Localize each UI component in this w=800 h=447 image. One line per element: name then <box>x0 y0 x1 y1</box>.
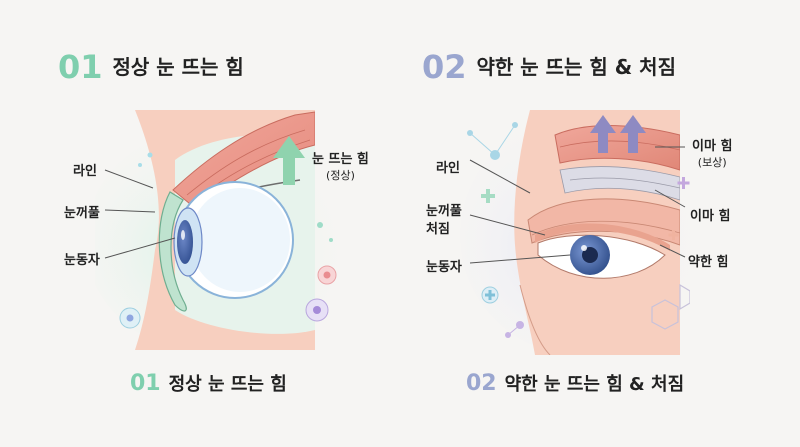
plus-icon <box>677 177 690 189</box>
force-note: (정상) <box>326 169 355 182</box>
up-arrow-icon <box>273 136 305 185</box>
right-heading-number: 02 <box>422 48 467 86</box>
right-label-eyelid-droop: 눈꺼풀 처짐 <box>426 203 462 239</box>
right-label-forehead: 이마 힘 (보상) <box>692 135 732 170</box>
left-heading-number: 01 <box>58 48 103 86</box>
left-heading-text: 정상 눈 뜨는 힘 <box>112 55 244 79</box>
right-label-forehead-2: 이마 힘 <box>690 209 731 224</box>
plus-icon <box>668 230 679 240</box>
force-label: 눈 뜨는 힘 <box>312 152 369 167</box>
right-caption-number: 02 <box>466 371 497 396</box>
right-panel-heading: 02 약한 눈 뜨는 힘 & 처짐 <box>422 48 676 86</box>
right-heading-text: 약한 눈 뜨는 힘 & 처짐 <box>476 55 676 79</box>
eyelid-label: 눈꺼풀 <box>426 204 462 219</box>
right-caption: 02 약한 눈 뜨는 힘 & 처짐 <box>466 370 684 396</box>
droop-label: 처짐 <box>426 222 450 237</box>
left-caption-text: 정상 눈 뜨는 힘 <box>168 374 287 395</box>
up-arrows-icon <box>590 115 646 153</box>
right-label-pupil: 눈동자 <box>426 260 462 275</box>
weak-eye-illustration <box>460 110 690 355</box>
forehead-force-label: 이마 힘 <box>692 139 733 154</box>
left-label-line: 라인 <box>73 164 97 179</box>
right-caption-text: 약한 눈 뜨는 힘 & 처짐 <box>504 374 685 395</box>
left-label-eyelid: 눈꺼풀 <box>64 206 100 221</box>
forehead-note: (보상) <box>697 156 727 169</box>
plus-icon <box>481 189 495 203</box>
right-label-line: 라인 <box>436 161 460 176</box>
left-caption-number: 01 <box>130 371 161 396</box>
left-label-pupil: 눈동자 <box>64 253 100 268</box>
left-label-force: 눈 뜨는 힘 (정상) <box>312 148 369 183</box>
left-panel-heading: 01 정상 눈 뜨는 힘 <box>58 48 244 86</box>
normal-eye-illustration <box>95 110 345 350</box>
left-caption: 01 정상 눈 뜨는 힘 <box>130 370 287 396</box>
right-label-weak-force: 약한 힘 <box>688 255 729 270</box>
